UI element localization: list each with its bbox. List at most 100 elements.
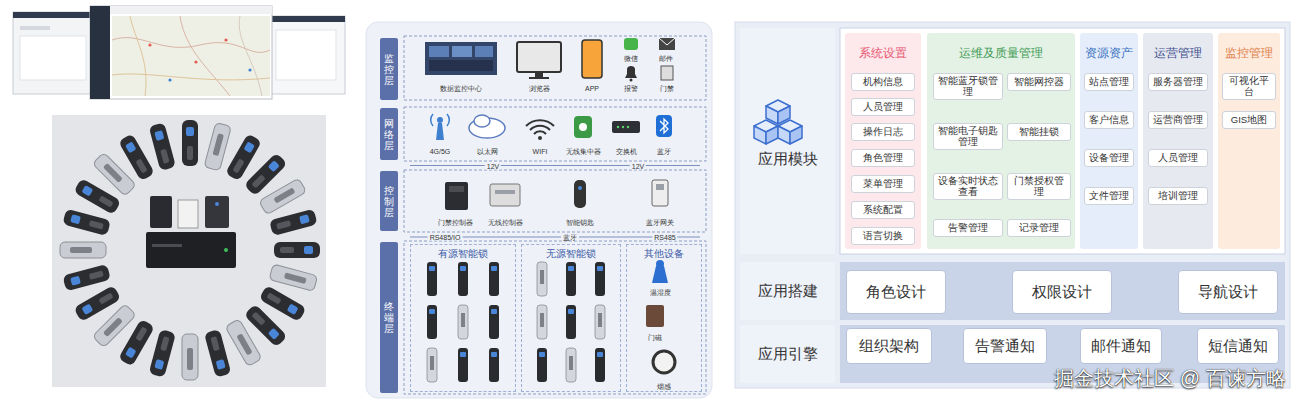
platform-icons — [429, 60, 493, 71]
node-text: 门禁授权管理 — [1011, 175, 1067, 198]
terminal-devices — [537, 348, 547, 382]
node-text: 智能蓝牙锁管理 — [937, 75, 999, 98]
module-item: 设备实时状态查看 — [933, 173, 1003, 200]
lock-products — [62, 264, 111, 291]
platform-icons — [535, 72, 543, 77]
controller-icons — [490, 184, 520, 206]
device-label: 浏览器 — [529, 85, 550, 92]
module-item: 智能挂锁 — [1007, 123, 1071, 141]
node-text: 操作日志 — [863, 126, 903, 137]
module-item: 人员管理 — [1148, 149, 1208, 167]
module-panel — [740, 325, 835, 383]
terminal-devices — [566, 262, 576, 296]
node-text: 无源智能锁 — [522, 248, 620, 261]
module-item: 培训管理 — [1148, 187, 1208, 205]
controller-icons — [449, 186, 464, 192]
module-item: 机构信息 — [851, 73, 915, 91]
architecture-panel — [410, 165, 700, 166]
node-text: 控制层 — [384, 185, 394, 218]
module-item: 系统配置 — [851, 201, 915, 219]
node-text: 其他设备 — [627, 248, 701, 261]
terminal-devices — [458, 262, 468, 296]
module-column: 运维及质量管理智能蓝牙锁管理智能网控器智能电子钥匙管理智能挂锁设备实时状态查看门… — [927, 33, 1075, 249]
dashboard-screens — [13, 12, 95, 94]
device-label: 蓝牙网关 — [646, 219, 674, 226]
node-text: 站点管理 — [1089, 76, 1129, 87]
node-text: 资源资产 — [1080, 45, 1138, 62]
module-item: 语言切换 — [851, 227, 915, 245]
dashboard-screens — [248, 68, 251, 71]
node-text: 客户信息 — [1089, 114, 1129, 125]
section-cell: 应用搭建 — [740, 262, 835, 320]
design-item: 权限设计 — [1012, 270, 1112, 314]
platform-icons — [659, 38, 675, 50]
terminal-devices — [427, 348, 437, 382]
layer-bar: 控制层 — [380, 171, 398, 231]
layer-bar: 监控层 — [380, 38, 398, 100]
platform-icons — [425, 38, 675, 82]
lock-products — [52, 115, 326, 387]
dashboard-screens — [130, 16, 146, 96]
network-icons — [617, 126, 619, 128]
node-text: 可视化平台 — [1226, 75, 1272, 98]
module-column: 资源资产站点管理客户信息设备管理文件管理 — [1080, 33, 1138, 249]
design-item: 角色设计 — [846, 270, 946, 314]
dashboard-screens — [180, 16, 230, 96]
module-item: 设备管理 — [1084, 149, 1134, 167]
module-panel — [740, 262, 835, 320]
device-label: 蓝牙 — [561, 234, 579, 241]
node-text: 记录管理 — [1019, 222, 1059, 233]
module-item: 菜单管理 — [851, 175, 915, 193]
module-item: 可视化平台 — [1222, 73, 1276, 100]
module-item: 告警管理 — [933, 219, 1003, 237]
node-text: 有源智能锁 — [411, 248, 515, 261]
device-label: APP — [585, 85, 599, 92]
node-text: 组织架构 — [859, 337, 919, 356]
network-icons — [538, 136, 542, 140]
lock-products — [182, 120, 198, 166]
module-item: 操作日志 — [851, 123, 915, 141]
lock-products — [215, 202, 219, 206]
dashboard-screens — [13, 6, 345, 99]
lock-products — [182, 334, 198, 380]
module-panel — [840, 262, 1285, 320]
terminal-devices — [595, 262, 605, 296]
dashboard-screens — [90, 6, 110, 99]
module-item: 文件管理 — [1084, 187, 1134, 205]
module-item: 角色管理 — [851, 149, 915, 167]
network-icons — [574, 116, 592, 138]
lock-products — [224, 248, 228, 252]
node-text: 角色管理 — [863, 152, 903, 163]
module-column: 监控管理可视化平台GIS地图 — [1218, 33, 1280, 249]
design-item: 告警通知 — [963, 328, 1047, 364]
module-column: 系统设置机构信息人员管理操作日志角色管理菜单管理系统配置语言切换 — [845, 33, 921, 249]
node-text: 智能电子钥匙管理 — [937, 125, 999, 148]
device-label: RS485/IO — [428, 234, 463, 241]
module-item: 客户信息 — [1084, 111, 1134, 129]
platform-icons — [630, 79, 633, 82]
dashboard-screens — [224, 38, 227, 41]
node-text: 智能网控器 — [1014, 76, 1064, 87]
controller-icons — [656, 184, 664, 190]
terminal-devices — [652, 266, 668, 283]
module-item: 运营商管理 — [1148, 111, 1208, 129]
node-text: 告警通知 — [975, 337, 1035, 356]
module-panel — [840, 28, 1285, 254]
design-item: 导航设计 — [1178, 270, 1278, 314]
controller-icons — [578, 186, 582, 190]
node-text: 人员管理 — [1158, 152, 1198, 163]
platform-icons — [661, 66, 673, 80]
controller-icons — [574, 180, 586, 208]
module-item: 智能网控器 — [1007, 73, 1071, 91]
dashboard-screens — [13, 12, 95, 18]
lock-products — [259, 178, 307, 215]
platform-icons — [625, 66, 637, 78]
section-cell: 应用引擎 — [740, 325, 835, 383]
module-panel — [735, 22, 1290, 388]
module-item: 记录管理 — [1007, 219, 1071, 237]
dashboard-screens — [20, 26, 50, 30]
design-item: 邮件通知 — [1080, 328, 1162, 364]
lock-products — [52, 115, 326, 387]
module-panel — [735, 22, 1290, 388]
platform-icons — [624, 38, 638, 50]
